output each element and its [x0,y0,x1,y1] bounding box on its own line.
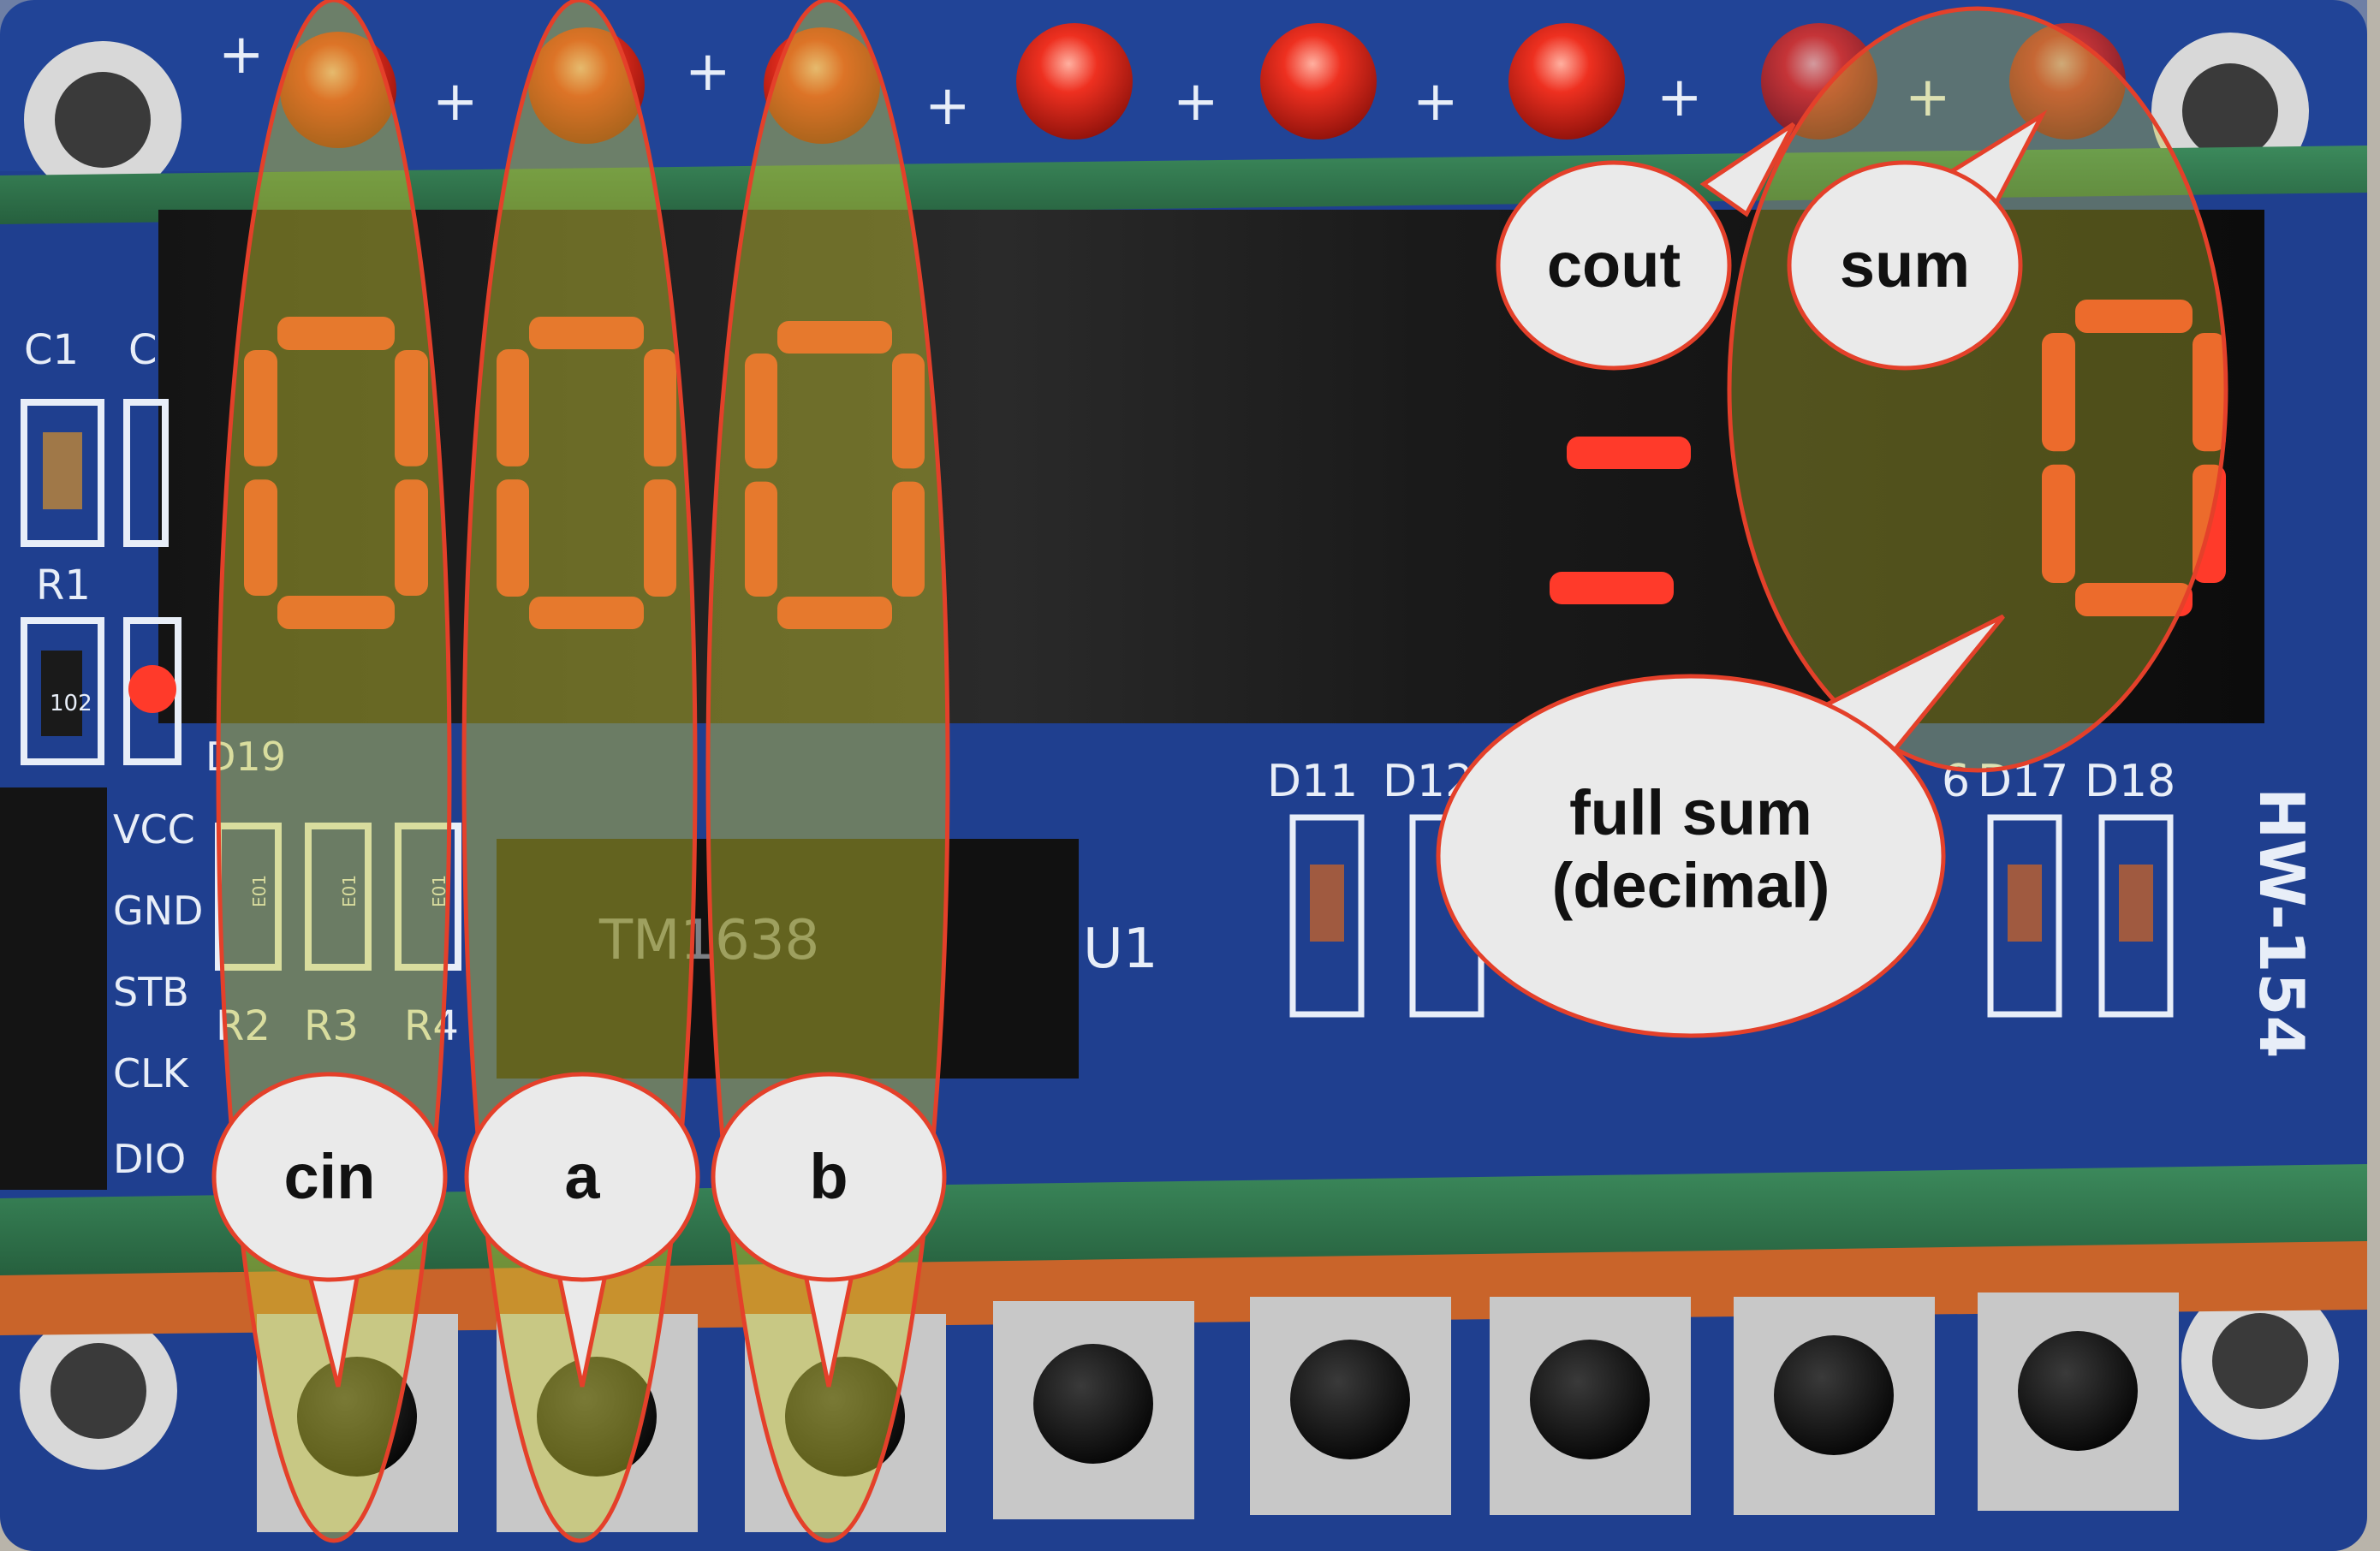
led-4 [1016,23,1133,140]
segment-b [644,349,676,466]
svg-text:C1: C1 [24,326,79,374]
callout-b: b [711,1072,947,1388]
a-label: a [564,1141,600,1212]
segment-e [244,479,277,596]
led-8 [2009,23,2126,140]
svg-text:R4: R4 [404,1002,459,1050]
highlight-sum-group [1727,6,2228,773]
tm1638-chip: TM1638 U1 [497,839,1158,1079]
mounting-hole-bottom-right [2181,1282,2339,1440]
svg-text:HW-154: HW-154 [2246,787,2318,1059]
segment-a [777,321,892,354]
segment-f [745,354,777,469]
digit-a [497,317,676,629]
segment-d [777,597,892,629]
button-1 [257,1314,458,1532]
led-3 [764,27,880,144]
callout-a: a [464,1072,700,1388]
button-5 [1250,1297,1451,1515]
svg-text:D11: D11 [1267,756,1358,807]
svg-text:+: + [1173,70,1219,134]
segment-d [277,596,395,629]
digit-result [2042,300,2226,616]
plus-markings: + + + + + + + + [218,23,1951,138]
full-sum-label-line1: full sum [1569,777,1812,848]
full-sum-label-line2: (decimal) [1552,850,1830,921]
segment-b [2193,333,2226,452]
callout-cin: cin [211,1072,448,1388]
svg-text:+: + [1905,66,1951,129]
svg-text:R1: R1 [36,562,91,609]
button-4 [993,1301,1194,1519]
svg-text:R3: R3 [304,1002,359,1050]
callout-full-sum: full sum (decimal) [1436,614,2005,1038]
svg-text:C: C [128,326,158,374]
svg-text:E01: E01 [339,875,360,907]
svg-text:+: + [925,74,971,138]
button-8 [1978,1292,2179,1511]
digit-cin [244,317,428,629]
header-pins: VCC GND STB CLK DIO [0,787,203,1190]
b-label: b [809,1141,848,1212]
led-1 [280,32,396,148]
svg-text:D18: D18 [2085,756,2175,807]
svg-text:E01: E01 [249,875,270,907]
segment-e [497,479,529,597]
sum-label: sum [1840,229,1970,300]
cin-label: cin [284,1141,376,1212]
button-3 [745,1314,946,1532]
led-5 [1260,23,1377,140]
segment-e [2042,464,2075,583]
button-7 [1734,1297,1935,1515]
segment-c [395,479,428,596]
push-button-row[interactable] [257,1292,2179,1532]
segment-f [244,350,277,466]
cout-label: cout [1547,229,1681,300]
segment-a [277,317,395,350]
button-2 [497,1314,698,1532]
button-6 [1490,1297,1691,1515]
svg-text:+: + [1413,70,1459,134]
segment-d [529,597,644,629]
segment-b [395,350,428,466]
mounting-hole-top-left [24,41,181,199]
display-digits [244,300,2226,629]
svg-text:102: 102 [50,691,92,716]
led-row [280,23,2126,148]
svg-text:U1: U1 [1083,918,1158,981]
led-2 [528,27,645,144]
svg-text:+: + [685,40,731,104]
svg-text:DIO: DIO [113,1136,186,1182]
segment-a [529,317,644,349]
segment-c [644,479,676,597]
segment-c [892,481,925,597]
segment-e [745,481,777,597]
callout-cout: cout [1496,122,1796,371]
callout-sum: sum [1787,110,2048,371]
svg-text:+: + [432,70,479,134]
svg-text:+: + [1657,66,1703,129]
segment-a [2075,300,2193,333]
mounting-hole-bottom-left [20,1312,177,1470]
svg-text:6: 6 [1942,756,1970,807]
digit-b [745,321,925,629]
segment-d [2075,583,2193,616]
segment-f [497,349,529,466]
svg-text:GND: GND [113,888,203,934]
led-6 [1508,23,1625,140]
svg-text:+: + [218,23,265,86]
svg-text:VCC: VCC [113,806,195,853]
left-silkscreen: C1 C R1 102 D19 [21,326,286,780]
segment-b [892,354,925,469]
svg-text:CLK: CLK [113,1050,190,1096]
equals-sign: = [1550,437,1691,604]
svg-text:STB: STB [113,969,189,1015]
segment-f [2042,333,2075,452]
led-7 [1761,23,1877,140]
